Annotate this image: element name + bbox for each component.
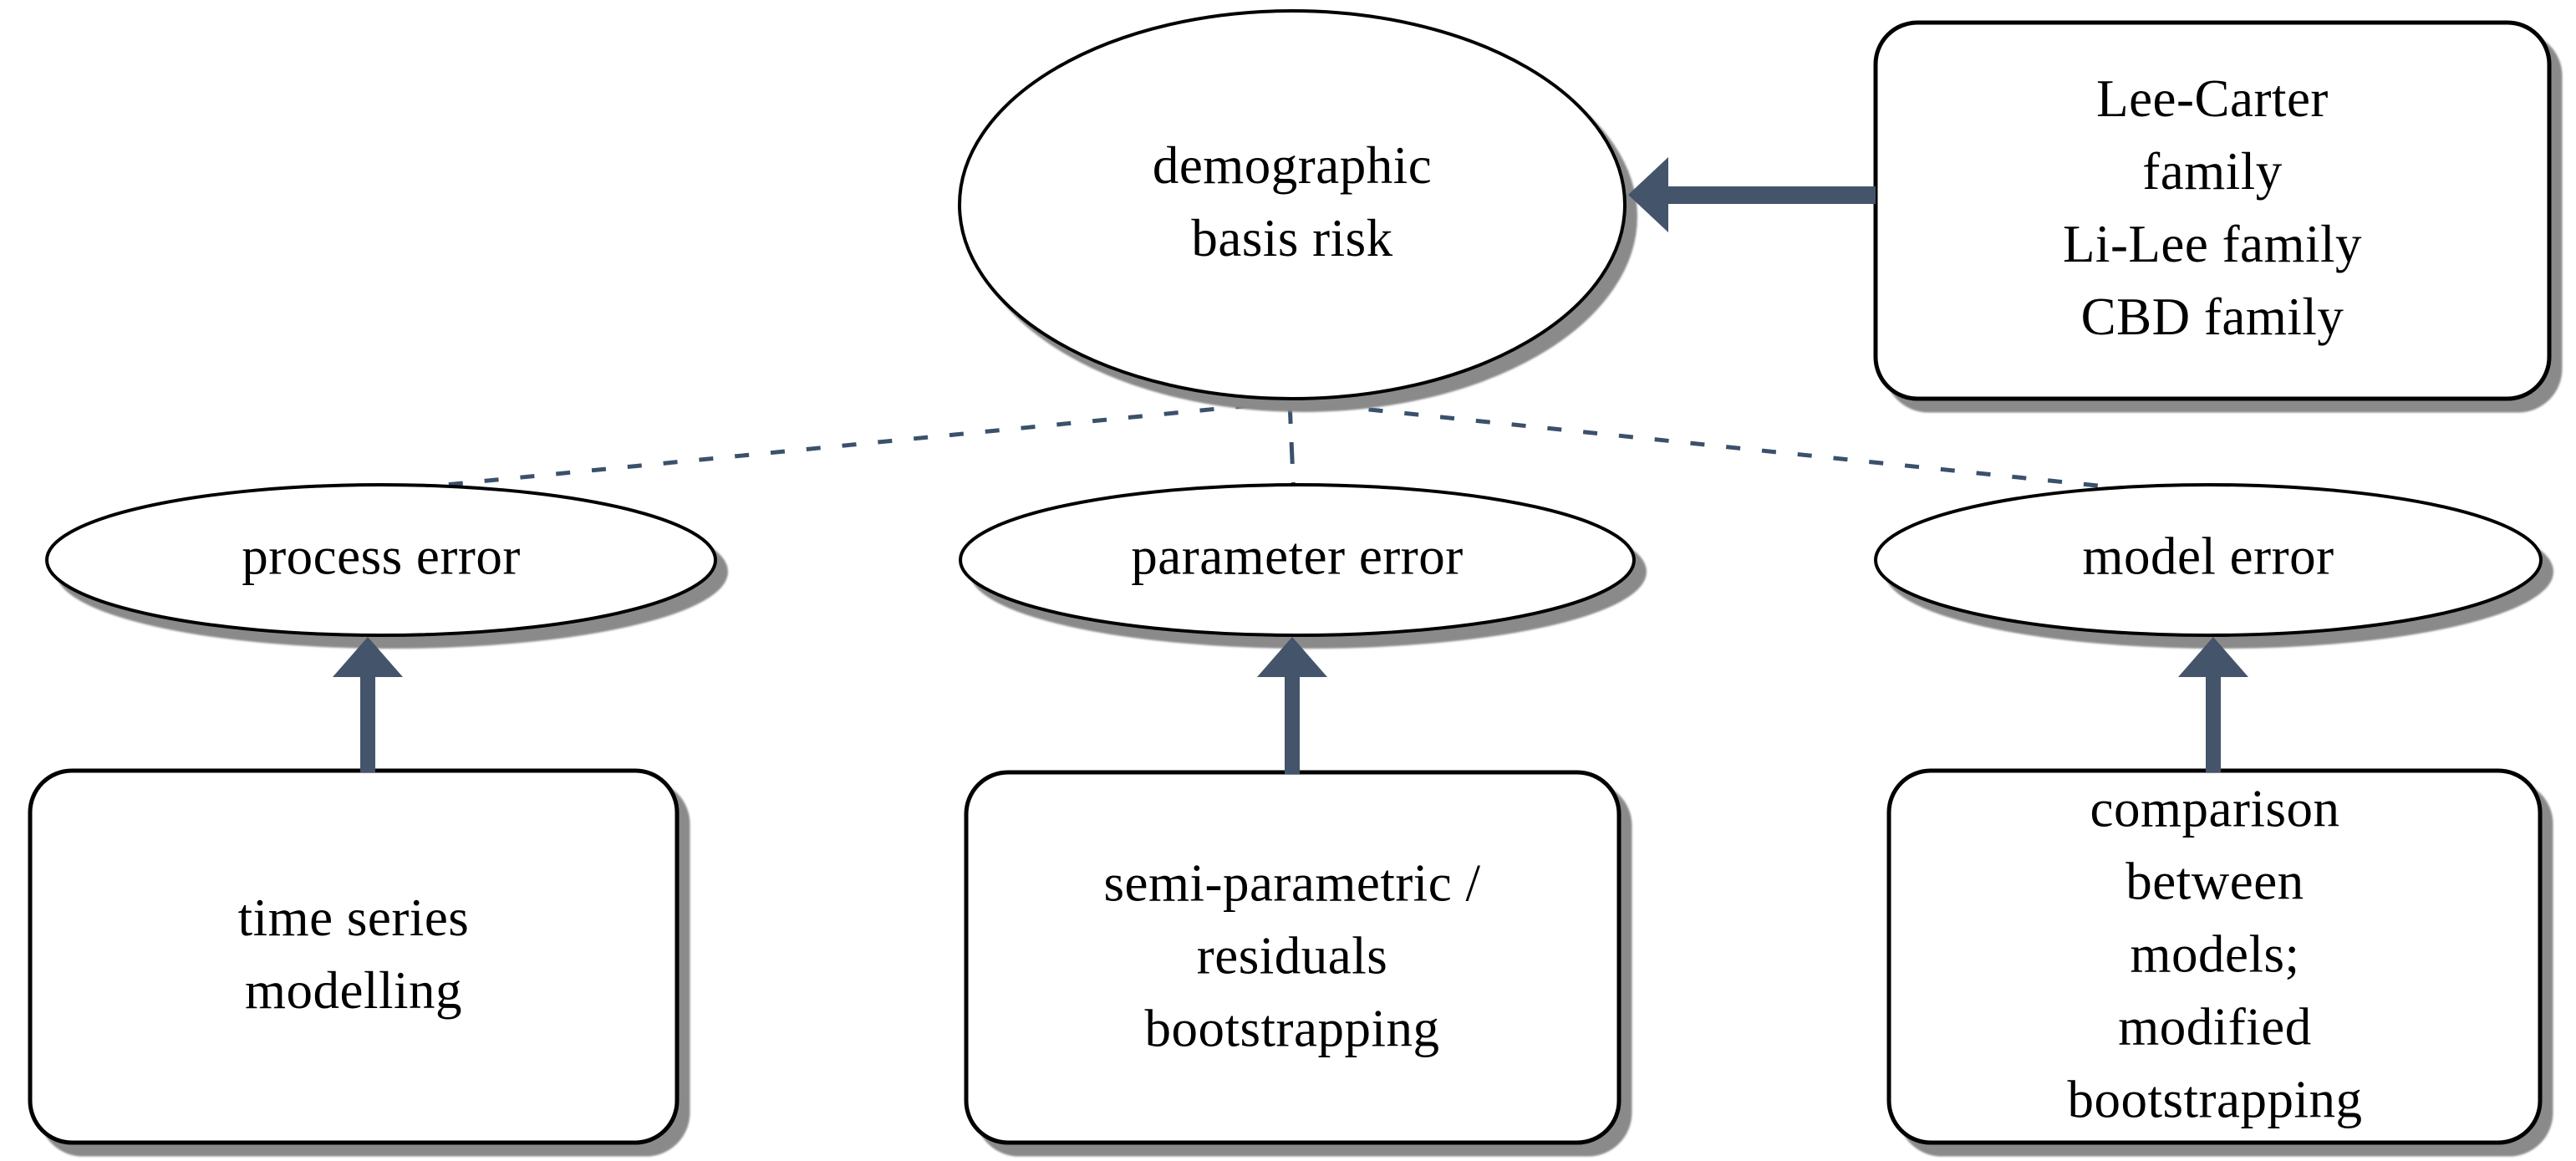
parameter-error-label: parameter error — [1131, 527, 1464, 586]
model-error-ellipse — [1874, 483, 2543, 637]
time-series-box — [28, 768, 680, 1145]
semi-parametric-label: semi-parametric / residuals bootstrappin… — [1103, 853, 1481, 1058]
dashed-edge-root-to-parameter-error — [1287, 401, 1296, 498]
parameter-error-ellipse — [959, 483, 1636, 637]
process-error-ellipse — [45, 483, 717, 637]
dashed-edge-root-to-model-error — [1296, 400, 2202, 499]
root-ellipse — [958, 9, 1627, 400]
left-arrow-model-families-to-root — [1628, 157, 1876, 232]
up-arrow-semi-parametric-to-parameter-error — [1257, 637, 1327, 774]
model-error-label: model error — [2082, 527, 2334, 586]
up-arrow-time-series-to-process-error — [333, 637, 403, 772]
root-label: demographic basis risk — [1152, 136, 1433, 267]
dashed-edge-root-to-process-error — [385, 400, 1286, 493]
model-families-box — [1873, 20, 2552, 401]
model-families-label: Lee-Carter family Li-Lee family CBD fami… — [2062, 69, 2363, 346]
up-arrow-comparison-to-model-error — [2178, 637, 2248, 772]
comparison-label: comparison between models; modified boot… — [2067, 779, 2363, 1129]
time-series-label: time series modelling — [237, 889, 470, 1020]
process-error-label: process error — [242, 527, 521, 586]
